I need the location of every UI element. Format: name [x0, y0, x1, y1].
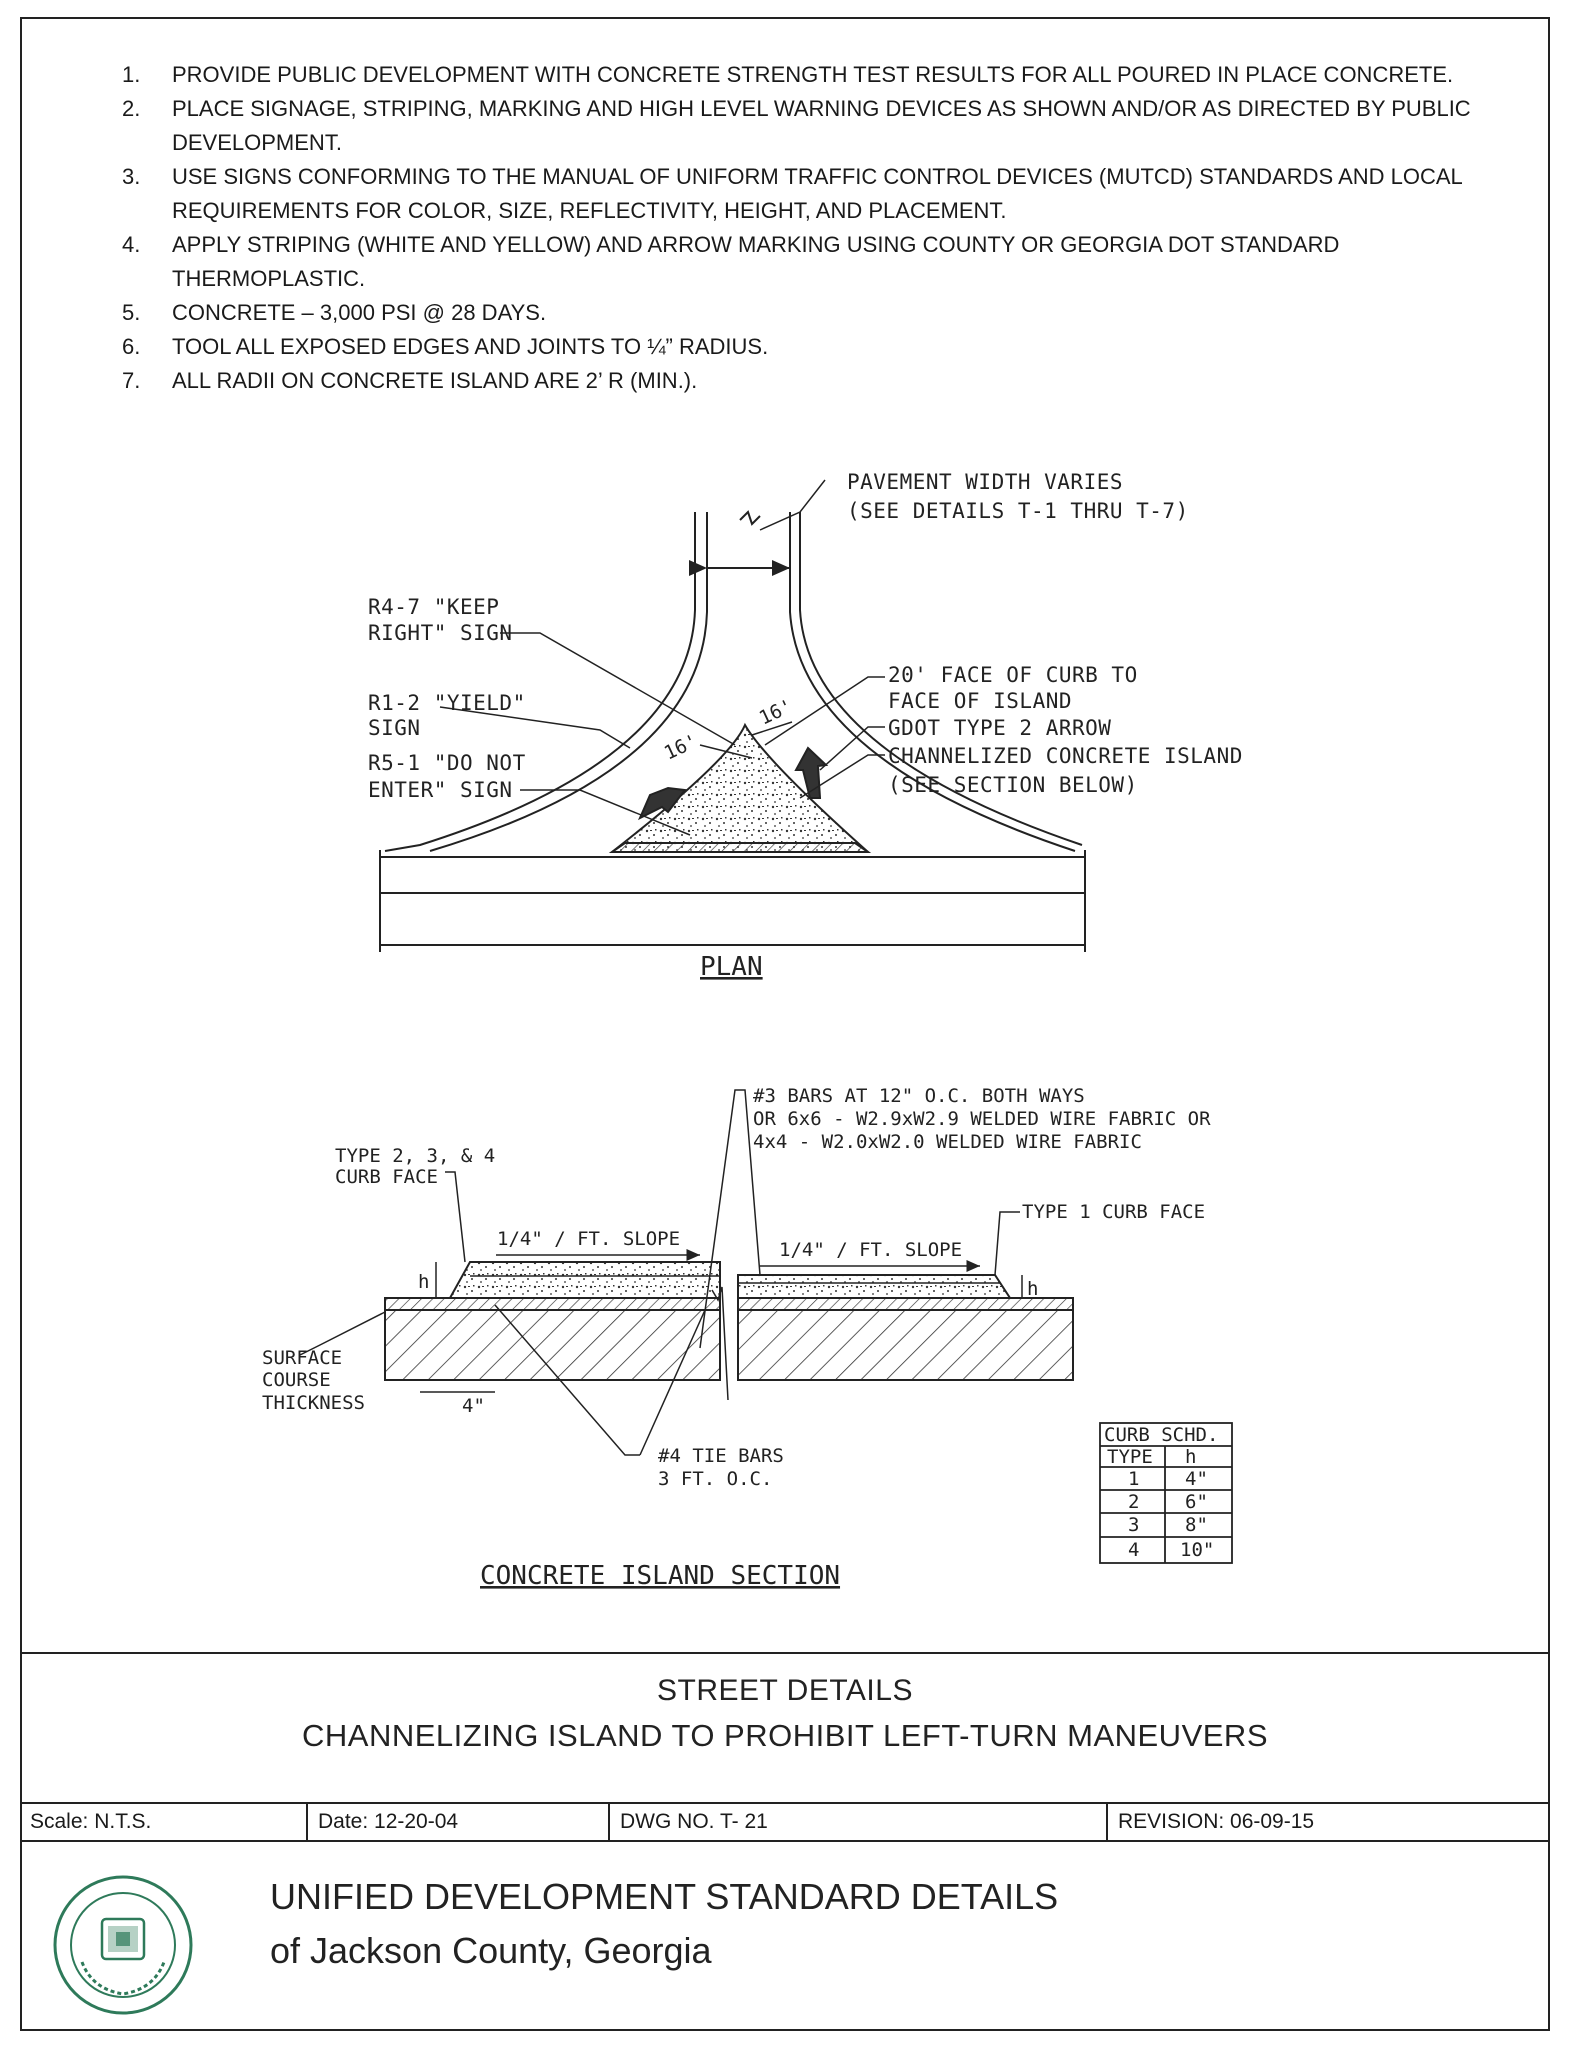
height-label-left: h [418, 1271, 429, 1293]
do-not-enter-label-2: ENTER" SIGN [368, 778, 513, 802]
keep-right-label-1: R4-7 "KEEP [368, 595, 499, 619]
leader-arrow [819, 726, 885, 771]
curb-schedule-header-type: TYPE [1107, 1446, 1153, 1468]
keep-right-label-2: RIGHT" SIGN [368, 621, 513, 645]
base-course-right [737, 1309, 1074, 1381]
revision-cell: REVISION: 06-09-15 [1118, 1810, 1315, 1833]
break-mark [739, 510, 761, 526]
bars-label-2: OR 6x6 - W2.9xW2.9 WELDED WIRE FABRIC OR [753, 1108, 1211, 1130]
yield-label-1: R1-2 "YIELD" [368, 691, 526, 715]
curb-schedule-cell: 2 [1128, 1491, 1139, 1513]
leader-keep-right [500, 632, 736, 746]
yield-label-2: SIGN [368, 716, 421, 740]
dimension-4-label: 4" [462, 1395, 485, 1417]
curb-schedule-cell: 6" [1185, 1491, 1208, 1513]
face-curb-label-1: 20' FACE OF CURB TO [888, 663, 1138, 687]
note-item: 2.PLACE SIGNAGE, STRIPING, MARKING AND H… [122, 96, 1471, 155]
curb-schedule-cell: 10" [1180, 1539, 1214, 1561]
note-item: 5.CONCRETE – 3,000 PSI @ 28 DAYS. [122, 300, 547, 325]
organization-line-1: UNIFIED DEVELOPMENT STANDARD DETAILS [270, 1876, 1059, 1917]
surface-label-2: COURSE [262, 1369, 331, 1391]
leader-curb-face-right [994, 1211, 1020, 1276]
island-section-view [299, 1089, 1074, 1456]
note-item: 4.APPLY STRIPING (WHITE AND YELLOW) AND … [122, 232, 1340, 291]
curb-schedule-cell: 8" [1185, 1514, 1208, 1536]
surface-label-3: THICKNESS [262, 1392, 365, 1414]
note-item: 1.PROVIDE PUBLIC DEVELOPMENT WITH CONCRE… [122, 62, 1454, 87]
curb-face-234-label-2: CURB FACE [335, 1166, 438, 1188]
bars-label-3: 4x4 - W2.0xW2.0 WELDED WIRE FABRIC [753, 1131, 1142, 1153]
bars-label-1: #3 BARS AT 12" O.C. BOTH WAYS [753, 1085, 1085, 1107]
island-concrete-left [448, 1261, 721, 1299]
surface-label-1: SURFACE [262, 1347, 342, 1369]
leader-tie-bars [639, 1309, 706, 1456]
jackson-county-seal-icon [53, 1875, 193, 2015]
slope-label-left: 1/4" / FT. SLOPE [497, 1228, 680, 1250]
dimension-16-right: 16' [756, 695, 796, 729]
side-street-right-curb [799, 512, 1083, 846]
surface-course-left [384, 1297, 721, 1311]
leader-pavement-width [759, 479, 826, 531]
pavement-width-label-2: (SEE DETAILS T-1 THRU T-7) [847, 499, 1189, 523]
dimension-line [699, 744, 753, 759]
do-not-enter-label-1: R5-1 "DO NOT [368, 751, 526, 775]
break-mark [711, 1286, 729, 1401]
date-cell: Date: 12-20-04 [308, 1804, 610, 1840]
curb-schedule-cell: 3 [1128, 1514, 1139, 1536]
face-curb-label-2: FACE OF ISLAND [888, 689, 1072, 713]
pavement-width-label-1: PAVEMENT WIDTH VARIES [847, 470, 1123, 494]
general-notes-list: 1.PROVIDE PUBLIC DEVELOPMENT WITH CONCRE… [100, 58, 1520, 398]
left-turn-arrow-marking [637, 786, 687, 821]
slope-label-right: 1/4" / FT. SLOPE [779, 1239, 962, 1261]
dwg-number-cell: DWG NO. T- 21 [610, 1804, 1108, 1840]
title-line-1: STREET DETAILS [657, 1674, 913, 1707]
drawing-sheet-border [20, 17, 1550, 2031]
curb-schedule-title: CURB SCHD. [1104, 1424, 1218, 1446]
leader-curb-face-left [445, 1171, 466, 1263]
organization-name: UNIFIED DEVELOPMENT STANDARD DETAILS of … [270, 1870, 1058, 1978]
drawing-info-row: Scale: N.T.S. Date: 12-20-04 DWG NO. T- … [20, 1802, 1550, 1842]
curb-face-234-label-1: TYPE 2, 3, & 4 [335, 1145, 495, 1167]
title-line-2: CHANNELIZING ISLAND TO PROHIBIT LEFT-TUR… [302, 1718, 1268, 1753]
leader-island [799, 754, 885, 799]
tie-bars-label-2: 3 FT. O.C. [658, 1468, 772, 1490]
leader-face-curb [764, 676, 885, 746]
plan-view [379, 479, 1086, 952]
island-curb-edge [608, 842, 872, 853]
dimension-line [751, 721, 793, 736]
leader-tie-bars [494, 1304, 640, 1456]
curb-schedule-cell: 4" [1185, 1468, 1208, 1490]
plan-title: PLAN [700, 952, 763, 982]
note-item: 3.USE SIGNS CONFORMING TO THE MANUAL OF … [122, 164, 1462, 223]
organization-line-2: of Jackson County, Georgia [270, 1930, 712, 1971]
tie-bars-label-1: #4 TIE BARS [658, 1445, 784, 1467]
curb-schedule-cell: 1 [1128, 1468, 1139, 1490]
side-street-right-edge [789, 512, 1076, 852]
leader-do-not-enter [520, 789, 691, 836]
arrow-label: GDOT TYPE 2 ARROW [888, 716, 1111, 740]
island-label-1: CHANNELIZED CONCRETE ISLAND [888, 744, 1243, 768]
height-label-right: h [1027, 1278, 1038, 1300]
leader-yield [439, 706, 631, 749]
dimension-16-left: 16' [661, 730, 701, 764]
curb-face-1-label: TYPE 1 CURB FACE [1022, 1201, 1205, 1223]
island-label-2: (SEE SECTION BELOW) [888, 773, 1138, 797]
section-title: CONCRETE ISLAND SECTION [480, 1561, 840, 1591]
scale-cell: Scale: N.T.S. [20, 1804, 308, 1840]
side-street-left-curb [429, 512, 708, 852]
curb-schedule-header-h: h [1185, 1446, 1196, 1468]
note-item: 6.TOOL ALL EXPOSED EDGES AND JOINTS TO ¼… [122, 334, 769, 359]
note-item: 7.ALL RADII ON CONCRETE ISLAND ARE 2’ R … [122, 368, 698, 393]
island-concrete-right [737, 1274, 1012, 1299]
surface-course-right [737, 1297, 1074, 1311]
leader-surface-course [299, 1311, 386, 1356]
leader-reinforcing-bars [699, 1089, 761, 1349]
concrete-island [609, 722, 871, 853]
curb-schedule-table [1099, 1422, 1233, 1564]
curb-schedule-cell: 4 [1128, 1539, 1139, 1561]
title-block: STREET DETAILS CHANNELIZING ISLAND TO PR… [20, 1652, 1550, 1802]
base-course-left [384, 1309, 721, 1381]
